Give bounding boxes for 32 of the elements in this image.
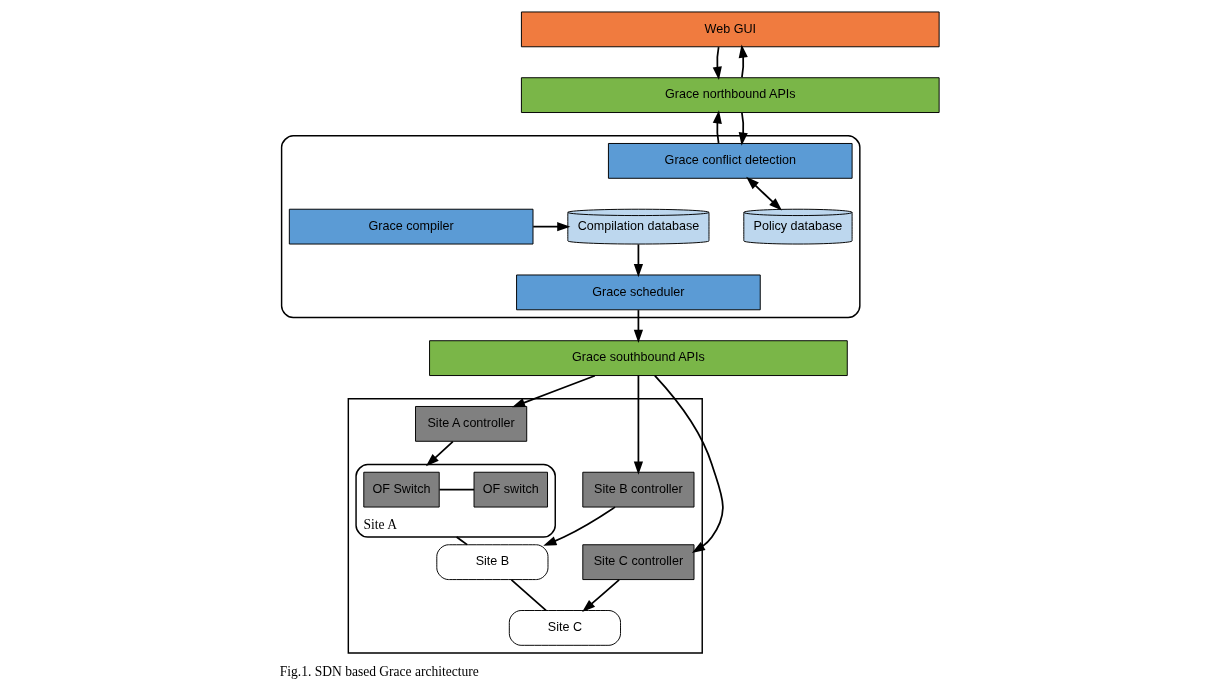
node-box: Grace northbound APIs [520, 77, 940, 113]
connector [438, 488, 475, 491]
arrow [543, 506, 616, 546]
connector [455, 536, 468, 546]
node-box: Web GUI [520, 11, 940, 48]
node-box: OF Switch [363, 471, 440, 508]
node-box: OF switch [473, 471, 548, 508]
arrow [712, 46, 722, 80]
node-box: Site B controller [582, 471, 695, 508]
arrow [633, 309, 643, 343]
arrow [532, 222, 571, 232]
node-box: Grace compiler [288, 208, 534, 245]
arrow [746, 176, 782, 211]
node-box: Grace scheduler [516, 274, 761, 311]
node-box: Site B [436, 544, 549, 581]
node-box: Grace southbound APIs [429, 340, 848, 377]
arrow [653, 374, 724, 553]
node-box: Site C controller [582, 544, 695, 581]
arrow [712, 110, 722, 144]
arrow [633, 243, 643, 278]
caption: Fig.1. SDN based Grace architecture [279, 663, 479, 679]
cluster [280, 135, 861, 319]
arrow [582, 579, 620, 613]
node-box: Site C [508, 610, 621, 646]
arrow [738, 112, 748, 146]
arrow [633, 374, 643, 475]
node-box: Site A controller [415, 406, 528, 442]
arrow [425, 440, 454, 467]
arrow [511, 374, 596, 408]
node-box: Grace conflict detection [607, 143, 853, 179]
connector [510, 579, 547, 612]
arrow [738, 44, 748, 79]
